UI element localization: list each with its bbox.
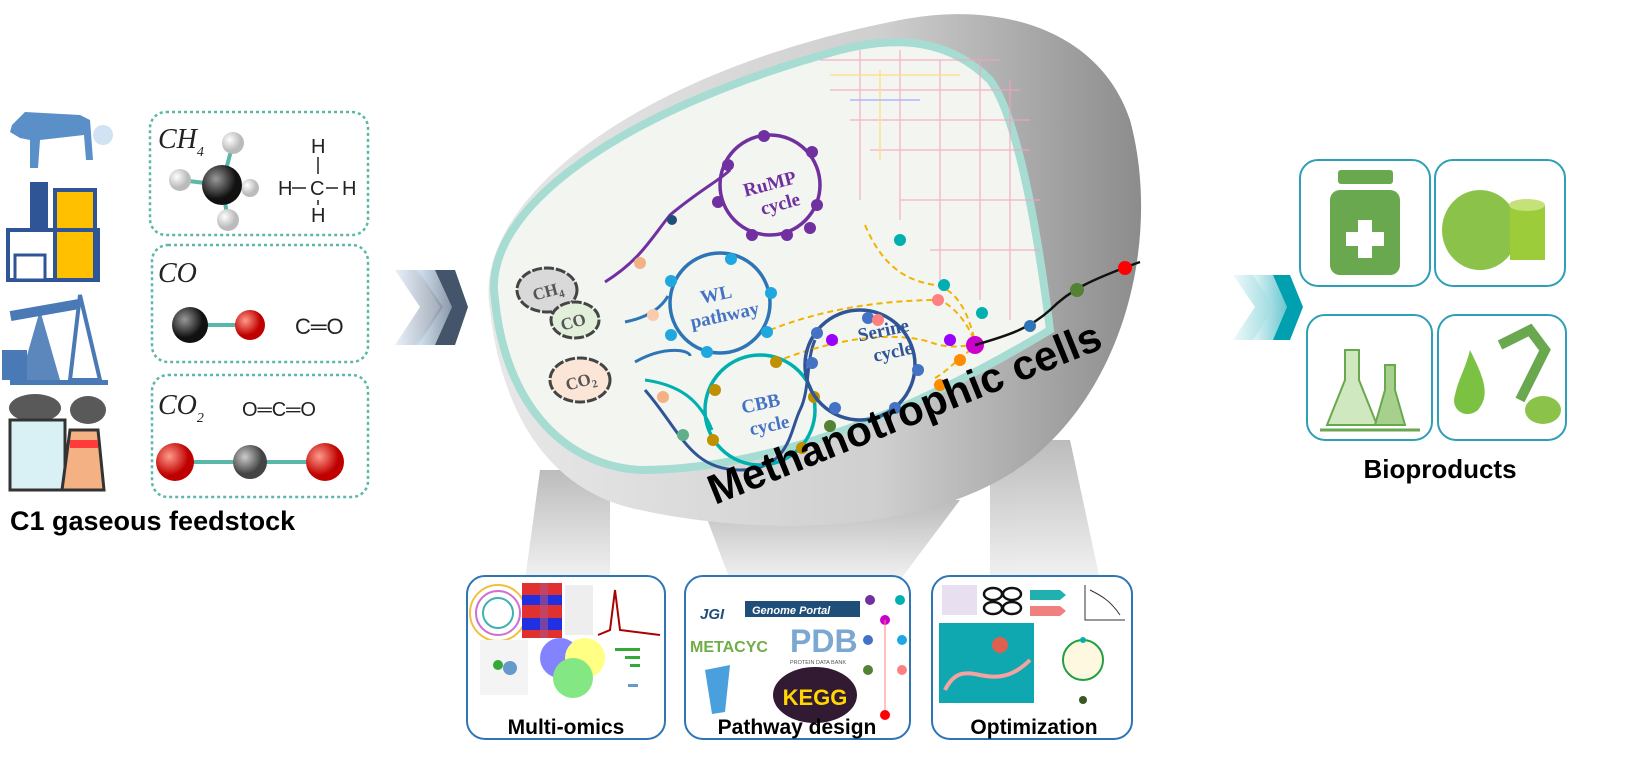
kegg-logo [773,667,857,723]
serine-cycle: Serine cycle [803,308,924,422]
gear-icon [992,637,1008,653]
network-icon [1062,637,1104,704]
svg-text:C: C [310,178,324,200]
cow-icon [10,112,113,168]
metacyc-logo: METACYC [690,639,768,656]
product-pathway [974,260,1141,347]
plasmid-icons [982,586,1023,616]
heatmap [522,583,562,638]
pathway-design-label: Pathway design [718,716,877,739]
gel-image [565,585,593,635]
tube-icon [705,665,730,714]
cell-interior [489,38,1055,475]
input-clouds: CH4 CO CO2 [515,266,612,404]
co2-structure: O═C═O [242,399,316,421]
fuel-nozzle-icon [1497,323,1551,403]
bar-chart [615,648,640,687]
power-plant-icon [8,394,106,492]
methanotrophic-cell: RuMP cycle WL pathway CBB cycle Serine c… [488,14,1142,526]
svg-text:H: H [278,178,292,200]
venn-diagram [540,638,605,698]
oxygen-atom [235,310,265,340]
svg-text:Genome Portal: Genome Portal [752,605,831,617]
co-structure: C═O [295,314,344,339]
crispr-image [939,623,1034,703]
sequencing-icon [942,585,977,615]
factory-icon [6,182,100,282]
product-chemicals [1306,314,1433,441]
ch4-box: CH4 H H C H H [148,110,370,237]
spectrum-plot [597,589,661,636]
chevron-right-icon [395,270,468,345]
genome-portal-banner [745,601,860,617]
pathway-graph [863,595,907,720]
gene-arrow [1030,590,1066,600]
co2-box: CO2 O═C═O [150,373,370,499]
svg-text:PROTEIN DATA BANK: PROTEIN DATA BANK [790,660,846,666]
product-bioplastics [1434,159,1566,287]
metabolite-nodes [634,215,988,441]
co-formula: CO [158,258,197,289]
pump-jack-icon [2,294,108,385]
bioproducts-title: Bioproducts [1363,454,1516,484]
chevron-right-icon [1233,275,1303,340]
svg-text:H: H [311,136,325,158]
plus-icon [1346,220,1384,258]
ch4-ball-model [169,132,259,231]
growth-curve [1084,585,1125,621]
svg-text:H: H [342,178,356,200]
optimization-panel: Optimization [931,575,1133,740]
jgi-logo: JGI [700,606,725,623]
ch4-formula: CH4 [158,124,204,160]
pathway-design-panel: JGI Genome Portal METACYC PDB PROTEIN DA… [684,575,911,740]
optimization-label: Optimization [970,716,1097,739]
svg-text:H: H [311,205,325,227]
ch4-structure: H H C H H [278,136,356,227]
metabolic-map [820,50,1040,320]
product-biofuel [1437,314,1567,441]
co2-formula: CO2 [158,390,204,426]
carbon-atom [172,307,208,343]
feedstock-title: C1 gaseous feedstock [10,506,296,536]
svg-text:KEGG: KEGG [783,685,848,710]
multi-omics-panel: Multi-omics [466,575,666,740]
co-box: CO C═O [150,243,370,364]
pdb-logo: PDB [790,623,858,659]
droplet-icon [1454,350,1485,415]
multi-omics-label: Multi-omics [508,716,625,739]
product-medicine [1299,159,1431,287]
